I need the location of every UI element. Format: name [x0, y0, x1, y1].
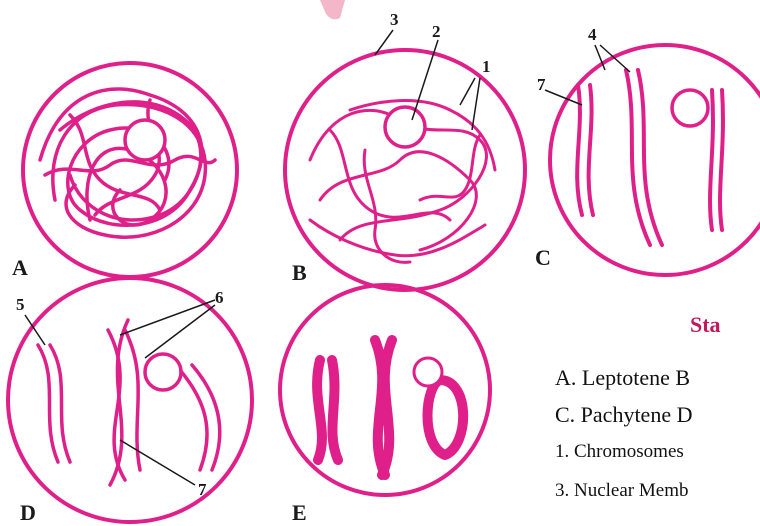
cell-a-nucleolus	[125, 120, 165, 160]
stage-label-c: C	[535, 245, 551, 271]
part-number-4: 4	[588, 25, 597, 45]
pointer-line-1b	[472, 78, 480, 130]
stage-label-e: E	[292, 500, 307, 526]
cell-d-nucleolus	[145, 354, 181, 390]
stage-label-b: B	[292, 260, 307, 286]
cell-d-chromosomes	[38, 320, 220, 485]
cell-e-nucleolus	[414, 358, 442, 386]
pointer-line-7d	[120, 440, 195, 485]
legend-stages-row-2: C. Pachytene D	[555, 402, 692, 428]
legend-parts-row-1: 1. Chromosomes	[555, 441, 684, 463]
pointer-line-1a	[460, 78, 475, 105]
stage-label-d: D	[20, 500, 36, 526]
logo-fragment-icon	[320, 0, 345, 19]
legend-heading: Sta	[690, 312, 721, 338]
cell-c-membrane	[550, 45, 760, 275]
part-number-3: 3	[390, 10, 399, 30]
cell-a-chromatin	[40, 89, 215, 237]
part-number-5: 5	[16, 295, 25, 315]
legend-stages-row-1: A. Leptotene B	[555, 365, 690, 391]
part-number-7-cell-d: 7	[198, 480, 207, 500]
part-number-1: 1	[482, 57, 491, 77]
stage-label-a: A	[12, 255, 28, 281]
cell-b-membrane	[285, 50, 525, 290]
part-number-6: 6	[215, 288, 224, 308]
pointer-line-6a	[120, 300, 215, 335]
cell-c-nucleolus	[672, 90, 708, 126]
cell-b-nucleolus	[385, 107, 425, 147]
part-number-7-cell-c: 7	[537, 75, 546, 95]
cell-e-chromosomes	[317, 340, 463, 475]
legend-parts-row-2: 3. Nuclear Memb	[555, 480, 688, 502]
part-number-2: 2	[432, 22, 441, 42]
